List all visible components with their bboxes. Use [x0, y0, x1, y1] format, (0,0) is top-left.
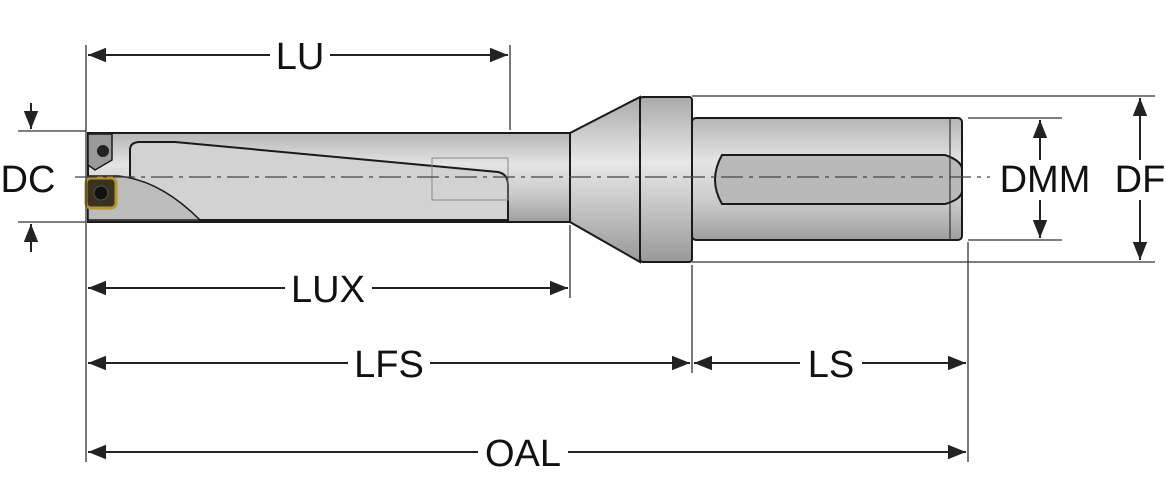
dimension-df: DF — [1115, 98, 1166, 260]
dimension-dmm: DMM — [1000, 120, 1091, 238]
coolant-channel — [431, 157, 509, 201]
insert-screw-top — [97, 145, 109, 157]
dimension-ls: LS — [694, 344, 966, 386]
dimension-oal: OAL — [88, 433, 966, 475]
dimension-dc: DC — [1, 103, 56, 252]
dimension-lfs: LFS — [88, 344, 690, 386]
label-dc: DC — [1, 159, 56, 201]
label-lu: LU — [276, 36, 325, 78]
cone — [569, 95, 641, 264]
dimension-lux: LUX — [88, 269, 568, 311]
insert-screw-bottom — [93, 185, 109, 201]
extension-lines — [18, 45, 1155, 462]
drill-tool — [75, 95, 990, 264]
dimension-lu: LU — [88, 36, 508, 78]
label-oal: OAL — [485, 433, 561, 475]
label-ls: LS — [808, 344, 854, 386]
shank-flat — [714, 154, 963, 205]
label-lfs: LFS — [354, 344, 424, 386]
label-dmm: DMM — [1000, 159, 1091, 201]
label-df: DF — [1115, 159, 1166, 201]
collar — [639, 96, 693, 263]
label-lux: LUX — [291, 269, 365, 311]
